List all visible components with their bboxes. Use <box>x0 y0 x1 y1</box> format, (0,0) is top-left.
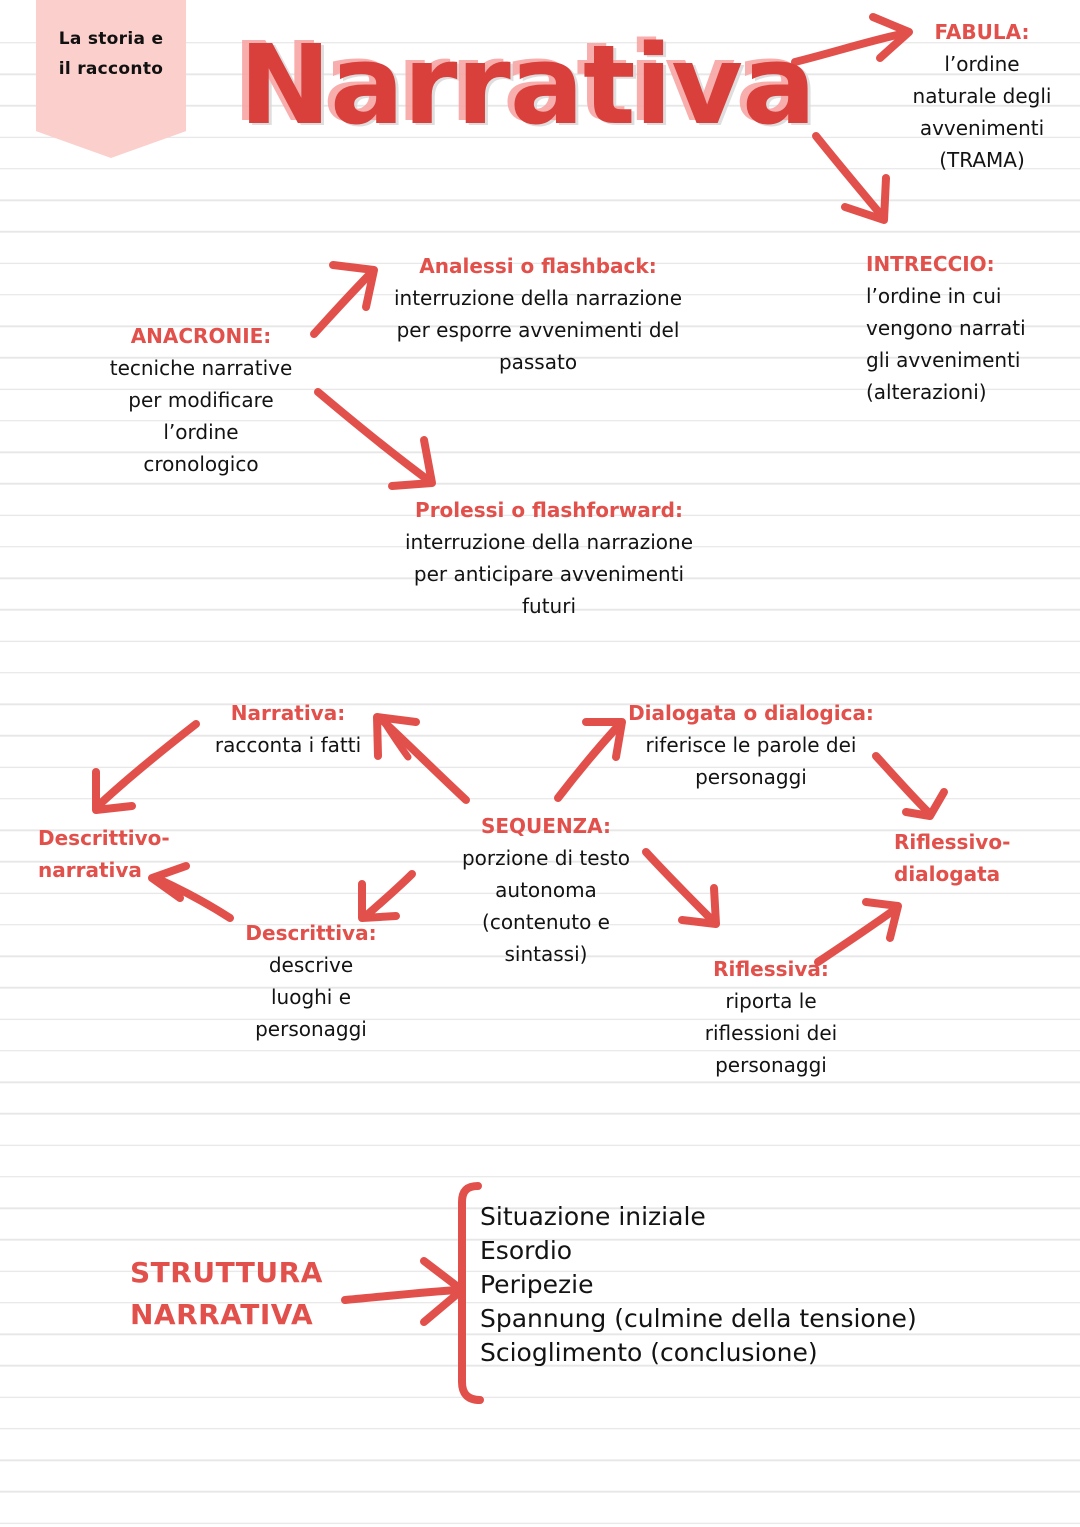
intreccio-line-4: (alterazioni) <box>866 380 987 404</box>
descrittiva-block: Descrittiva: descrive luoghi e personagg… <box>216 917 406 1045</box>
analessi-block: Analessi o flashback: interruzione della… <box>352 250 724 378</box>
list-bracket <box>458 1182 484 1404</box>
riflessiva-line-2: riflessioni dei <box>704 1021 838 1045</box>
fabula-block: FABULA: l’ordine naturale degli avvenime… <box>884 16 1080 176</box>
struttura-item-1: Situazione iniziale <box>480 1202 706 1231</box>
anacronie-line-4: cronologico <box>143 452 259 476</box>
intreccio-line-2: vengono narrati <box>866 316 1026 340</box>
prolessi-line-2: per anticipare avvenimenti <box>413 562 685 586</box>
arrow-dialogata-to-riflessivo-dialogata <box>872 752 948 820</box>
struttura-narrativa-label: STRUTTURA NARRATIVA <box>130 1252 390 1336</box>
bookmark-tab-line-1: La storia e <box>58 29 164 49</box>
descrittivo-narrativa-line-2: narrativa <box>38 858 142 882</box>
page-title: Narrativa Narrativa Narrativa <box>228 16 828 156</box>
narrativa-sequence-block: Narrativa: racconta i fatti <box>180 697 396 761</box>
narrativa-sequence-heading: Narrativa: <box>230 701 346 725</box>
dialogata-line-2: personaggi <box>695 765 807 789</box>
descrittivo-narrativa-block: Descrittivo- narrativa <box>38 822 228 886</box>
struttura-item-5: Scioglimento (conclusione) <box>480 1338 818 1367</box>
anacronie-line-1: tecniche narrative <box>109 356 293 380</box>
sequenza-line-1: porzione di testo <box>461 846 631 870</box>
anacronie-heading: ANACRONIE: <box>130 324 272 348</box>
sequenza-heading: SEQUENZA: <box>480 814 612 838</box>
intreccio-line-1: l’ordine in cui <box>866 284 1002 308</box>
riflessiva-block: Riflessiva: riporta le riflessioni dei p… <box>660 953 882 1081</box>
riflessiva-line-3: personaggi <box>715 1053 827 1077</box>
analessi-heading: Analessi o flashback: <box>419 254 657 278</box>
struttura-narrativa-list: Situazione iniziale Esordio Peripezie Sp… <box>480 1200 1000 1370</box>
sequenza-line-2: autonoma <box>495 878 597 902</box>
fabula-line-4: (TRAMA) <box>939 148 1025 172</box>
fabula-line-2: naturale degli <box>912 84 1052 108</box>
intreccio-line-3: gli avvenimenti <box>866 348 1021 372</box>
fabula-heading: FABULA: <box>934 20 1030 44</box>
page-title-main-layer: Narrativa <box>239 21 816 149</box>
riflessivo-dialogata-line-2: dialogata <box>894 862 1001 886</box>
dialogata-line-1: riferisce le parole dei <box>645 733 857 757</box>
anacronie-line-3: l’ordine <box>163 420 239 444</box>
dialogata-heading: Dialogata o dialogica: <box>628 701 874 725</box>
struttura-item-4: Spannung (culmine della tensione) <box>480 1304 917 1333</box>
bookmark-tab: La storia e il racconto <box>36 0 186 158</box>
descrittiva-line-3: personaggi <box>255 1017 367 1041</box>
descrittiva-line-2: luoghi e <box>270 985 352 1009</box>
prolessi-block: Prolessi o flashforward: interruzione de… <box>358 494 740 622</box>
arrow-sequenza-to-dialogata <box>554 718 626 802</box>
narrativa-sequence-line-1: racconta i fatti <box>214 733 362 757</box>
analessi-line-3: passato <box>498 350 578 374</box>
struttura-item-2: Esordio <box>480 1236 573 1265</box>
fabula-line-3: avvenimenti <box>919 116 1045 140</box>
sequenza-line-4: sintassi) <box>504 942 588 966</box>
bookmark-tab-text: La storia e il racconto <box>36 24 186 84</box>
struttura-label-line-1: STRUTTURA <box>130 1256 323 1289</box>
prolessi-line-1: interruzione della narrazione <box>404 530 694 554</box>
anacronie-block: ANACRONIE: tecniche narrative per modifi… <box>52 320 350 480</box>
arrow-sequenza-to-descrittiva <box>358 870 416 922</box>
fabula-line-1: l’ordine <box>944 52 1020 76</box>
descrittiva-heading: Descrittiva: <box>245 921 377 945</box>
descrittiva-line-1: descrive <box>268 953 354 977</box>
prolessi-heading: Prolessi o flashforward: <box>415 498 683 522</box>
struttura-item-3: Peripezie <box>480 1270 594 1299</box>
sequenza-block: SEQUENZA: porzione di testo autonoma (co… <box>424 810 668 970</box>
riflessiva-line-1: riporta le <box>725 989 817 1013</box>
anacronie-line-2: per modificare <box>128 388 274 412</box>
struttura-label-line-2: NARRATIVA <box>130 1298 314 1331</box>
analessi-line-2: per esporre avvenimenti del <box>396 318 680 342</box>
sequenza-line-3: (contenuto e <box>482 910 610 934</box>
riflessivo-dialogata-line-1: Riflessivo- <box>894 830 1011 854</box>
intreccio-heading: INTRECCIO: <box>866 252 995 276</box>
analessi-line-1: interruzione della narrazione <box>393 286 683 310</box>
descrittivo-narrativa-line-1: Descrittivo- <box>38 826 170 850</box>
bookmark-tab-line-2: il racconto <box>58 59 164 79</box>
riflessivo-dialogata-block: Riflessivo- dialogata <box>894 826 1074 890</box>
intreccio-block: INTRECCIO: l’ordine in cui vengono narra… <box>866 248 1080 408</box>
dialogata-block: Dialogata o dialogica: riferisce le paro… <box>620 697 882 793</box>
prolessi-line-3: futuri <box>521 594 576 618</box>
riflessiva-heading: Riflessiva: <box>713 957 829 981</box>
